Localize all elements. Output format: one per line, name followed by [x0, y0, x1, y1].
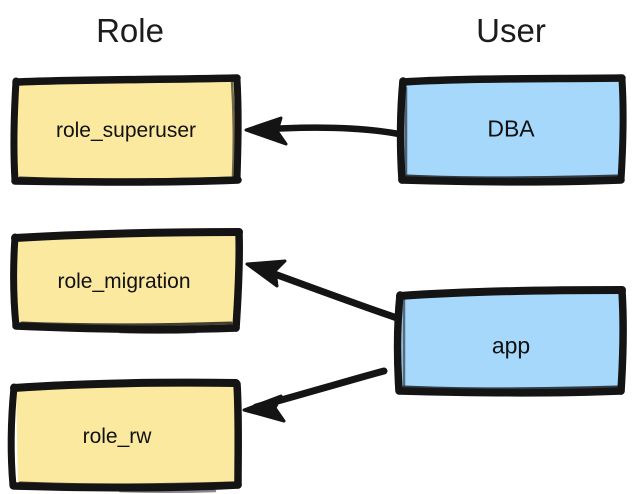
node-role-migration[interactable] — [12, 232, 240, 330]
node-role-superuser[interactable] — [14, 78, 238, 182]
node-shape-app[interactable] — [393, 286, 627, 397]
node-dba[interactable] — [401, 78, 622, 180]
edge-dba-to-role-superuser — [244, 116, 403, 146]
node-shape-role-rw[interactable] — [7, 378, 242, 493]
edge-app-to-role-migration — [245, 259, 401, 322]
node-role-rw[interactable] — [10, 382, 238, 488]
node-shape-role-superuser[interactable] — [10, 74, 242, 186]
node-shape-dba[interactable] — [396, 74, 627, 186]
node-shape-role-migration[interactable] — [10, 228, 244, 334]
column-header-user: User — [476, 12, 546, 49]
edge-app-to-role-rw — [242, 367, 388, 423]
column-header-role: Role — [96, 12, 164, 49]
node-app[interactable] — [398, 290, 622, 392]
